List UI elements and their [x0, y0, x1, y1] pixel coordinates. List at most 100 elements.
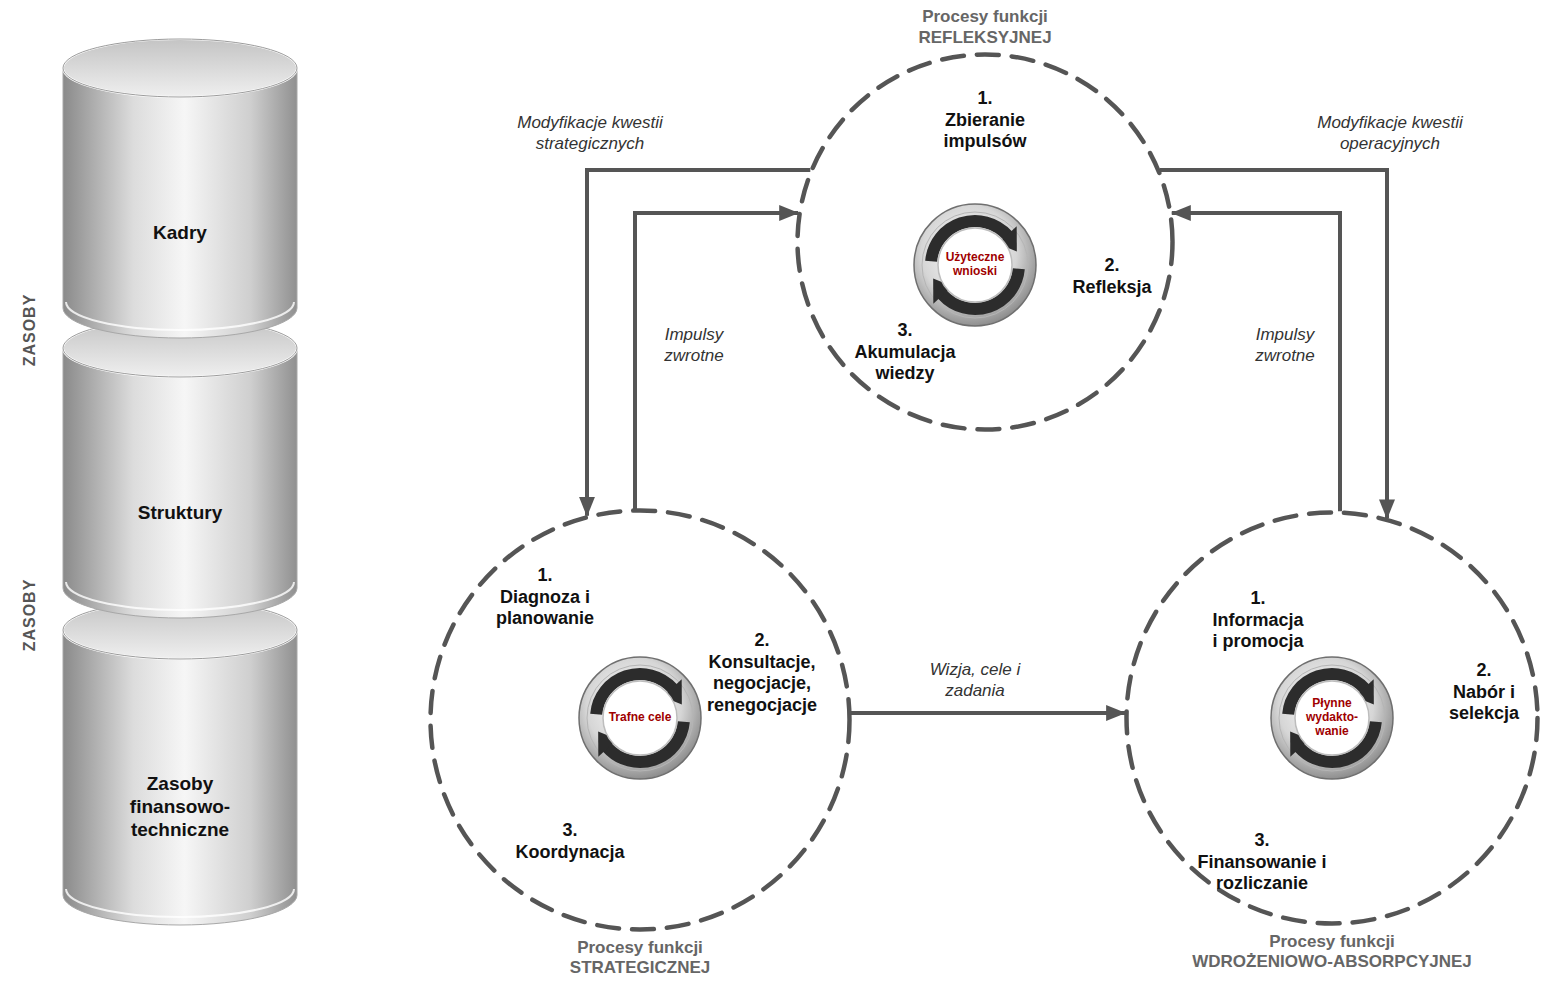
icon-text-area: Trafne cele — [578, 656, 702, 780]
resource-cylinder: Struktury — [62, 318, 298, 618]
function-heading: Procesy funkcji WDROŻENIOWO-ABSORPCYJNEJ — [1192, 932, 1472, 973]
dashed-outline — [798, 55, 1173, 430]
cylinder-top — [63, 39, 297, 97]
icon-disc — [914, 204, 1036, 326]
outcome-label: Trafne cele — [605, 711, 675, 725]
cylinder-bottom-rim — [66, 302, 294, 330]
flow-arrow — [1172, 213, 1340, 511]
process-step: 3.Koordynacja — [510, 820, 630, 863]
outcome-label: Płynne wydakto-wanie — [1297, 697, 1367, 738]
icon-text-area: Płynne wydakto-wanie — [1270, 656, 1394, 780]
circle-heading-wrap: Procesy funkcji REFLEKSYJNEJ — [918, 7, 1051, 48]
flow-arrow — [1160, 170, 1387, 518]
process-circle: Procesy funkcji STRATEGICZNEJ1.Diagnoza … — [428, 508, 852, 932]
edge-label-wrap: Wizja, cele i zadania — [910, 659, 1040, 702]
edge-label: Impulsy zwrotne — [644, 324, 744, 367]
step-number: 2. — [1439, 660, 1529, 682]
process-step: 1.Zbieranie impulsów — [930, 88, 1040, 153]
cylinder-top-edge — [63, 319, 297, 377]
edge-label: Modyfikacje kwestii operacyjnych — [1285, 112, 1495, 155]
process-step: 1.Diagnoza i planowanie — [490, 565, 600, 630]
edge-label-wrap: Modyfikacje kwestii strategicznych — [485, 112, 695, 155]
process-step: 3.Finansowanie i rozliczanie — [1192, 830, 1332, 895]
cylinder-text-area: Zasoby finansowo-techniczne — [62, 690, 298, 925]
cylinder-body — [63, 68, 297, 338]
flow-arrow — [587, 170, 810, 516]
step-label: Nabór i selekcja — [1439, 682, 1529, 725]
cylinder-text-area: Struktury — [62, 408, 298, 618]
dashed-outline — [431, 511, 850, 930]
side-label: ZASOBY — [21, 294, 39, 367]
flow-arrow — [851, 711, 1125, 715]
icon-center — [938, 228, 1012, 302]
icon-center — [603, 681, 677, 755]
resource-label: Struktury — [80, 502, 280, 525]
edge-label-wrap: Impulsy zwrotne — [1235, 324, 1335, 367]
resource-cylinder: Kadry — [62, 38, 298, 338]
function-heading: Procesy funkcji STRATEGICZNEJ — [570, 938, 710, 979]
cylinder-top-edge — [63, 39, 297, 97]
circle-heading-wrap: Procesy funkcji WDROŻENIOWO-ABSORPCYJNEJ — [1192, 932, 1472, 973]
cycle-icon: Płynne wydakto-wanie — [1270, 656, 1394, 780]
edge-label: Impulsy zwrotne — [1235, 324, 1335, 367]
process-step: 2.Refleksja — [1057, 255, 1167, 298]
flow-arrow — [635, 213, 798, 509]
step-label: Zbieranie impulsów — [930, 110, 1040, 153]
cylinder-top — [63, 601, 297, 659]
edge-label-wrap: Modyfikacje kwestii operacyjnych — [1285, 112, 1495, 155]
icon-inner-ring — [587, 665, 693, 771]
cylinder-body — [63, 630, 297, 925]
function-heading: Procesy funkcji REFLEKSYJNEJ — [918, 7, 1051, 48]
step-number: 3. — [510, 820, 630, 842]
side-label-wrap: ZASOBY — [21, 294, 39, 367]
icon-disc — [579, 657, 701, 779]
step-label: Diagnoza i planowanie — [490, 587, 600, 630]
step-number: 1. — [490, 565, 600, 587]
step-label: Konsultacje, negocjacje, renegocjacje — [702, 652, 822, 717]
resource-label: Zasoby finansowo-techniczne — [120, 773, 240, 841]
cylinder-text-area: Kadry — [62, 128, 298, 338]
cylinder-shape — [62, 318, 298, 618]
process-circle: Procesy funkcji REFLEKSYJNEJ1.Zbieranie … — [795, 52, 1175, 432]
step-label: Refleksja — [1057, 277, 1167, 299]
step-label: Finansowanie i rozliczanie — [1192, 852, 1332, 895]
resource-label: Kadry — [80, 222, 280, 245]
process-circle: Procesy funkcji WDROŻENIOWO-ABSORPCYJNEJ… — [1124, 510, 1540, 926]
step-number: 3. — [1192, 830, 1332, 852]
step-number: 3. — [845, 320, 965, 342]
cylinder-shape — [62, 38, 298, 338]
cylinder-bottom-rim — [66, 889, 294, 917]
process-step: 2.Nabór i selekcja — [1439, 660, 1529, 725]
step-number: 1. — [930, 88, 1040, 110]
dashed-outline — [1127, 513, 1538, 924]
cylinder-top — [63, 319, 297, 377]
step-number: 2. — [1057, 255, 1167, 277]
edge-label-wrap: Impulsy zwrotne — [644, 324, 744, 367]
cycle-icon: Użyteczne wnioski — [913, 203, 1037, 327]
side-label: ZASOBY — [21, 579, 39, 652]
cylinder-body — [63, 348, 297, 618]
cylinder-bottom-rim — [66, 582, 294, 610]
edge-label: Modyfikacje kwestii strategicznych — [485, 112, 695, 155]
step-label: Informacja i promocja — [1210, 610, 1307, 653]
icon-text-area: Użyteczne wnioski — [913, 203, 1037, 327]
step-label: Koordynacja — [510, 842, 630, 864]
outcome-label: Użyteczne wnioski — [940, 251, 1010, 279]
cylinder-shape — [62, 600, 298, 925]
side-label-wrap: ZASOBY — [21, 579, 39, 652]
cycle-icon: Trafne cele — [578, 656, 702, 780]
step-label: Akumulacja wiedzy — [845, 342, 965, 385]
step-number: 1. — [1210, 588, 1307, 610]
cylinder-top-edge — [63, 601, 297, 659]
step-number: 2. — [702, 630, 822, 652]
icon-inner-ring — [1279, 665, 1385, 771]
icon-disc — [1271, 657, 1393, 779]
edge-label: Wizja, cele i zadania — [910, 659, 1040, 702]
icon-inner-ring — [922, 212, 1028, 318]
process-step: 1.Informacja i promocja — [1210, 588, 1307, 653]
process-step: 3.Akumulacja wiedzy — [845, 320, 965, 385]
resource-cylinder: Zasoby finansowo-techniczne — [62, 600, 298, 925]
circle-heading-wrap: Procesy funkcji STRATEGICZNEJ — [570, 938, 710, 979]
process-step: 2.Konsultacje, negocjacje, renegocjacje — [702, 630, 822, 716]
